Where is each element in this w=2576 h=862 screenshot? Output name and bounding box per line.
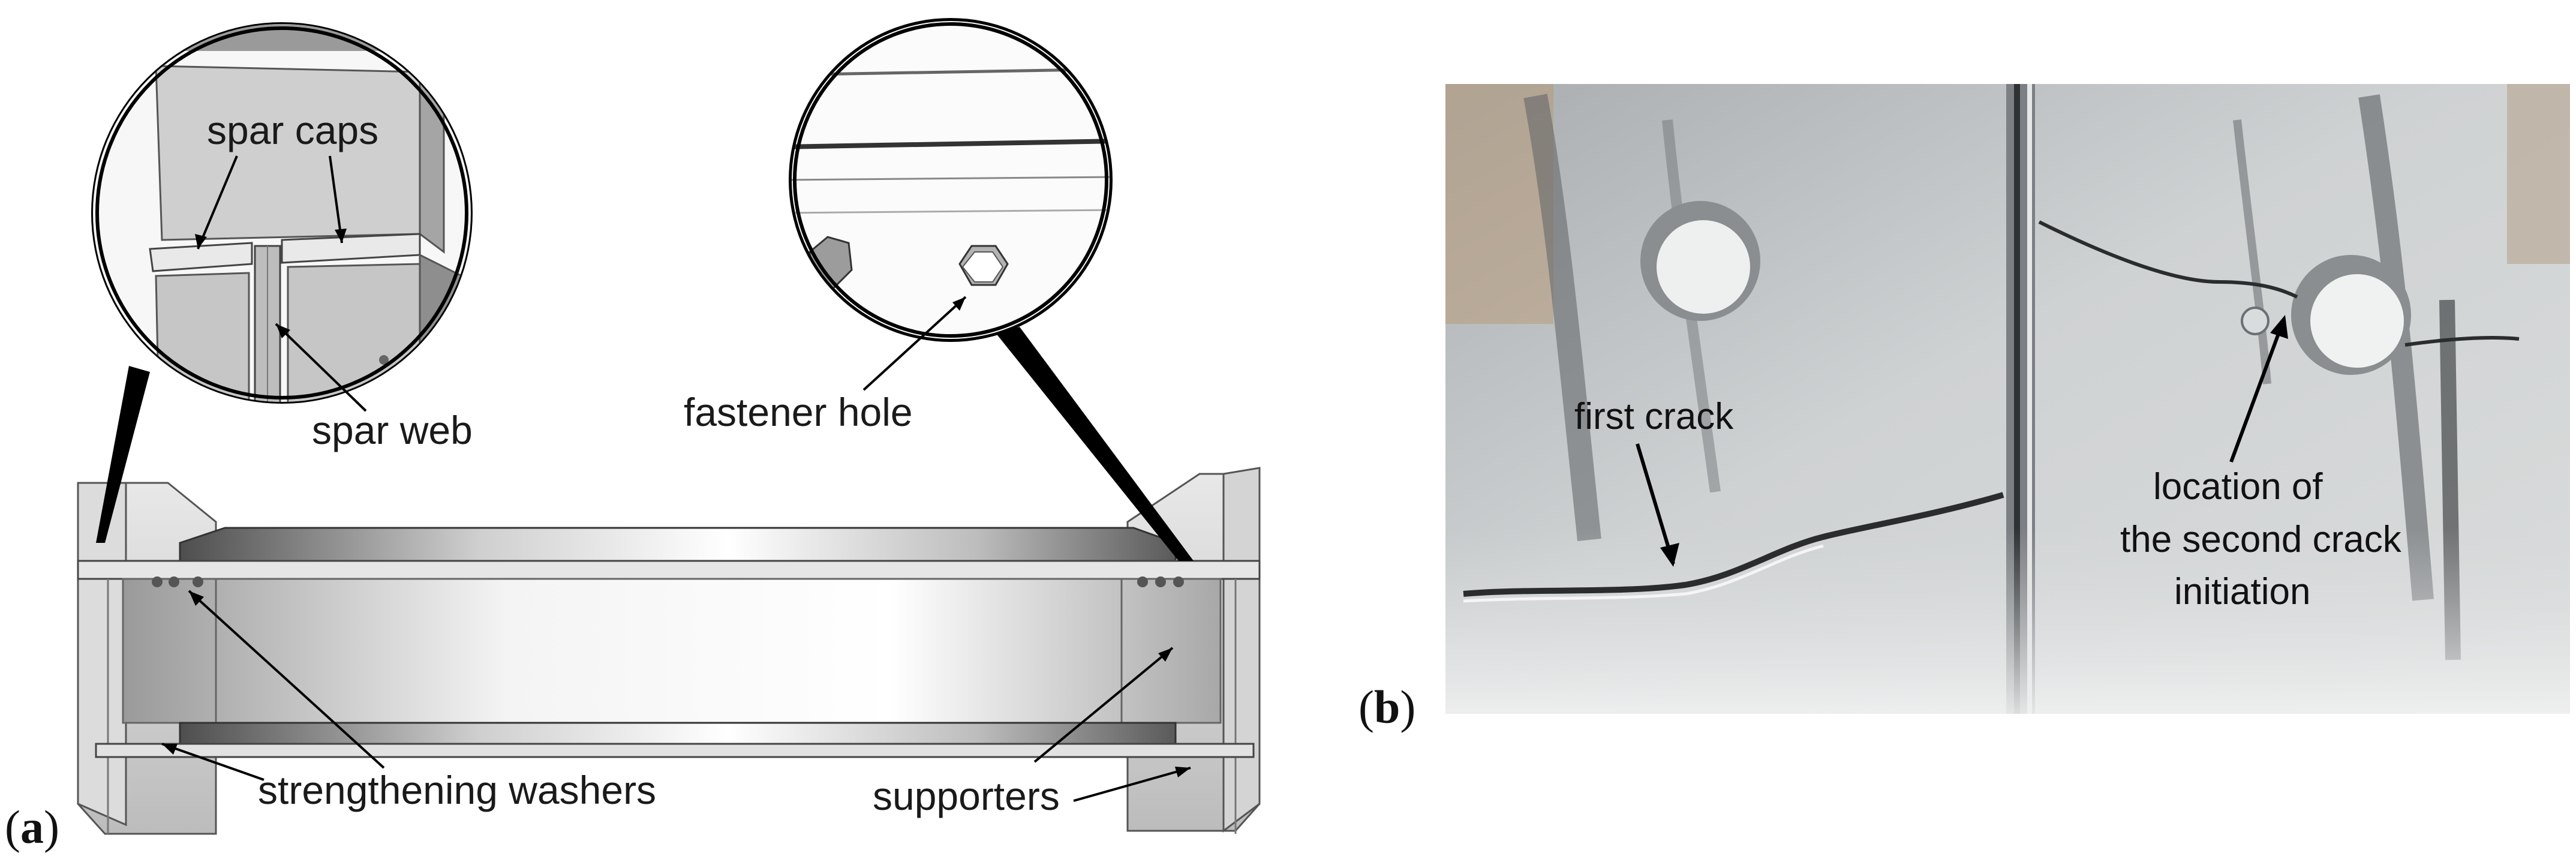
label-strengthening-washers: strengthening washers bbox=[258, 768, 656, 812]
beam-assembly bbox=[77, 467, 1261, 835]
bottom-spar-cap bbox=[179, 722, 1177, 745]
label-first-crack: first crack bbox=[1574, 396, 1734, 437]
top-spar-cap bbox=[179, 527, 1177, 562]
label-supporters: supporters bbox=[873, 774, 1060, 818]
spar-web bbox=[122, 578, 1222, 724]
washer-group-right bbox=[1137, 576, 1184, 587]
panel-b-label: (b) bbox=[1358, 681, 1415, 733]
washer-group-left bbox=[152, 576, 203, 587]
label-second-crack-line2: the second crack bbox=[2120, 519, 2402, 560]
second-crack bbox=[2038, 220, 2298, 299]
label-fastener-hole: fastener hole bbox=[684, 390, 913, 434]
panel-a-label: (a) bbox=[5, 801, 59, 853]
callout-wedge-left bbox=[96, 366, 150, 543]
label-second-crack-line1: location of bbox=[2153, 466, 2323, 507]
label-spar-web: spar web bbox=[312, 408, 473, 452]
detail-circle-fastener: fastener hole bbox=[684, 18, 1113, 434]
label-spar-caps: spar caps bbox=[207, 108, 378, 152]
first-crack bbox=[1463, 492, 2004, 597]
detail-circle-spar: spar caps spar web bbox=[91, 22, 473, 452]
callout-wedge-right bbox=[996, 327, 1194, 561]
crack-photo bbox=[1445, 84, 2570, 714]
label-second-crack-line3: initiation bbox=[2174, 571, 2310, 612]
